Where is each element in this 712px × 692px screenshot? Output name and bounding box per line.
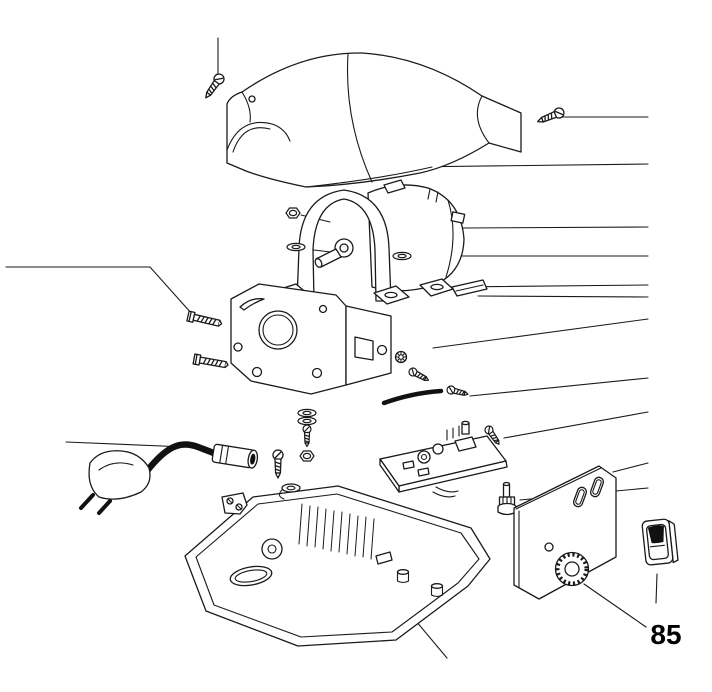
pan-head-screw bbox=[406, 365, 431, 385]
stack-nut bbox=[299, 450, 315, 462]
mounting-plate bbox=[230, 283, 392, 395]
cord-bushing bbox=[211, 443, 259, 469]
lock-washer bbox=[394, 350, 408, 364]
rear-bracket bbox=[513, 465, 617, 600]
top-cover bbox=[226, 52, 522, 188]
cable-clamp bbox=[278, 483, 301, 500]
hex-bolt-upper bbox=[186, 310, 224, 330]
strain-relief bbox=[221, 492, 248, 515]
stack-screw bbox=[302, 424, 312, 448]
mains-plug bbox=[79, 450, 151, 515]
base-housing bbox=[184, 485, 491, 647]
potentiometer bbox=[497, 481, 517, 516]
terminal-screw bbox=[272, 449, 284, 479]
power-cord bbox=[143, 441, 222, 475]
tapping-screw bbox=[445, 384, 470, 399]
hex-bolt-lower bbox=[192, 353, 230, 371]
figure-number: 85 bbox=[650, 619, 681, 650]
drive-pin bbox=[381, 388, 444, 406]
flat-washer bbox=[286, 242, 306, 252]
circuit-board bbox=[379, 420, 508, 498]
cover-screw-right bbox=[535, 105, 567, 127]
motor bbox=[367, 179, 466, 292]
cover-screw-left bbox=[201, 71, 227, 102]
hex-nut bbox=[285, 207, 301, 219]
adjustment-knob bbox=[554, 551, 590, 587]
rocker-switch bbox=[641, 518, 679, 566]
motor-washer bbox=[392, 251, 412, 261]
washer-stack bbox=[297, 408, 317, 426]
